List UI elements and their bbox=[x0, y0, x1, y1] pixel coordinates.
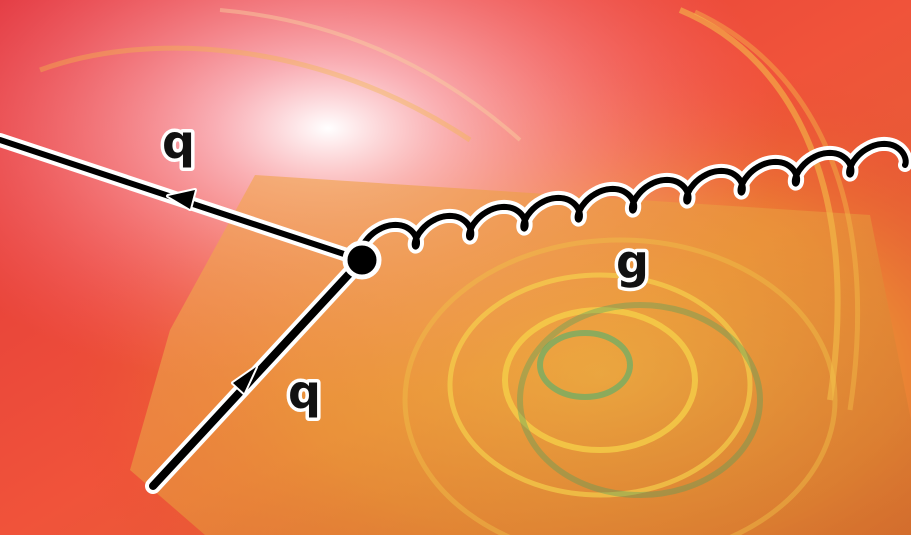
incoming-quark-label: q bbox=[288, 365, 321, 419]
gluon-label: g bbox=[616, 235, 649, 289]
vertex-dot bbox=[345, 243, 379, 277]
outgoing-quark-label: q bbox=[162, 115, 195, 169]
